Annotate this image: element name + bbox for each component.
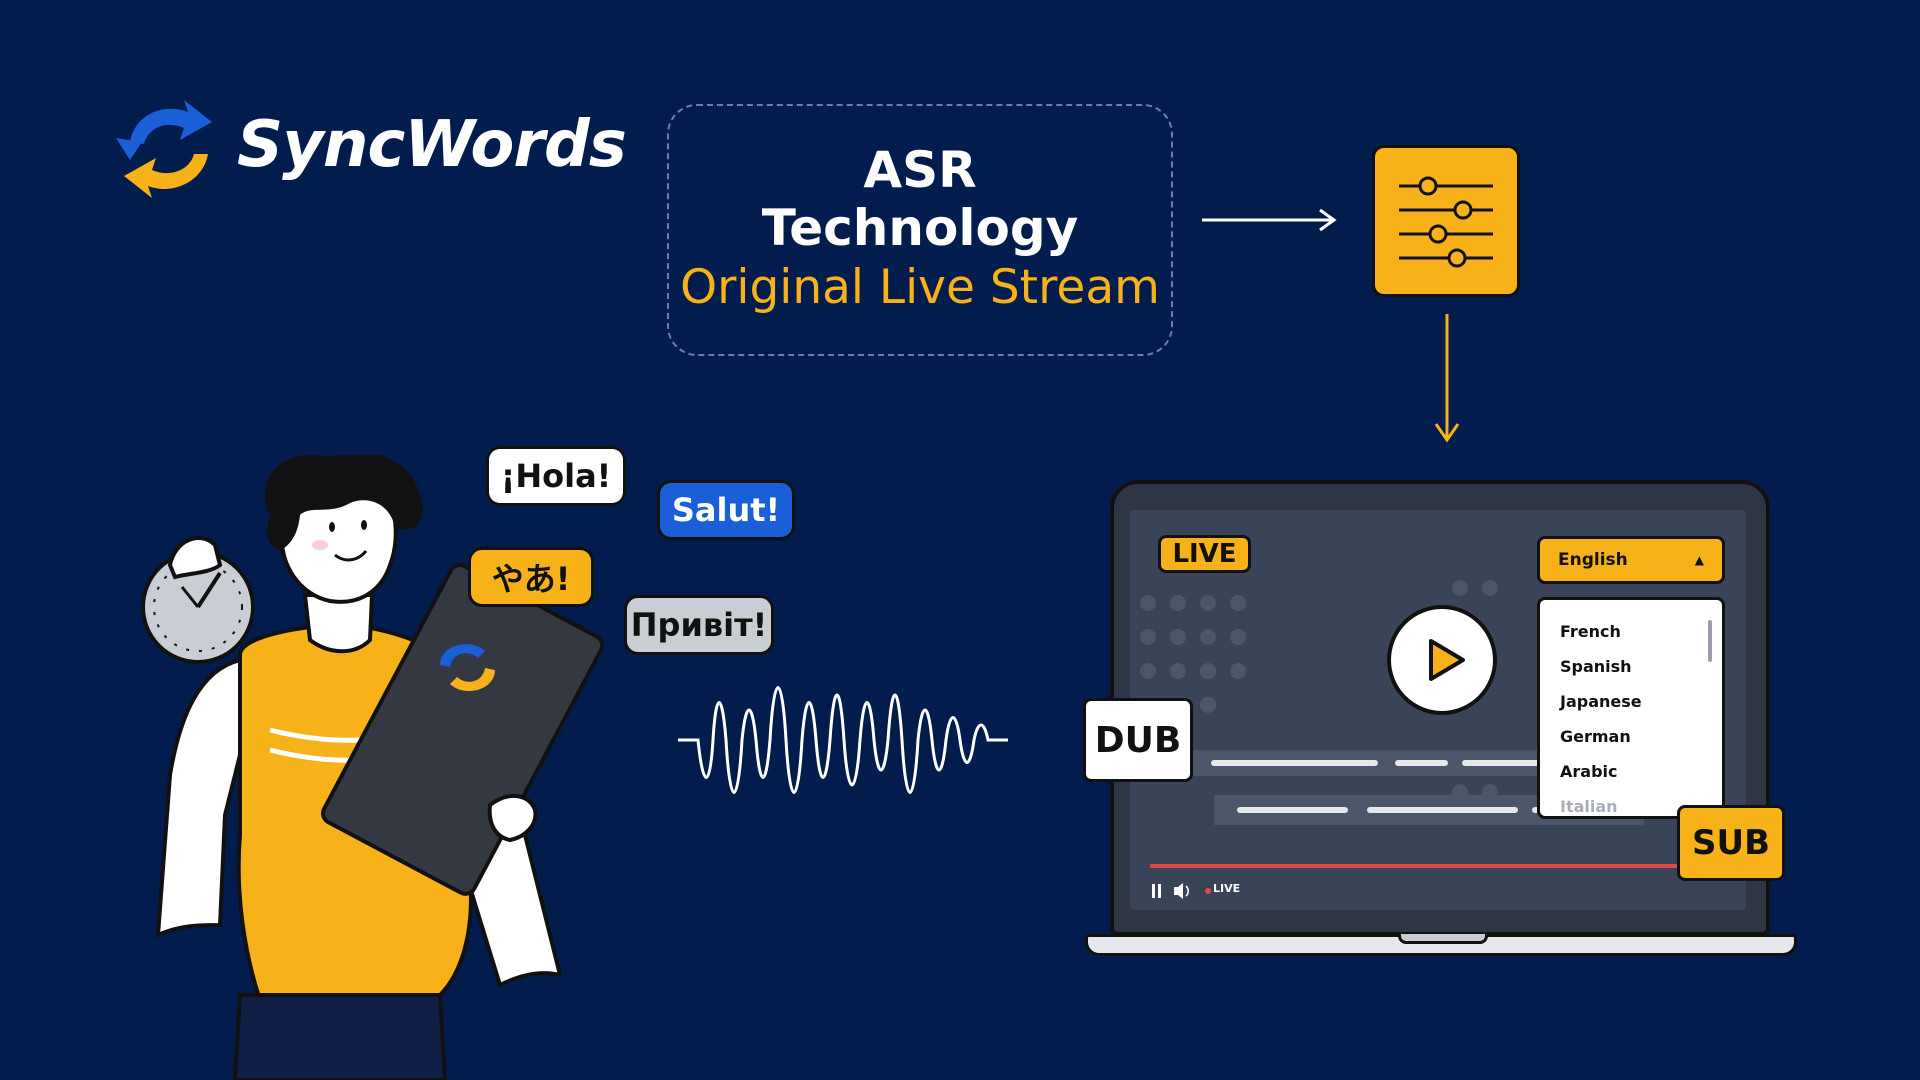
bubble-hola: ¡Hola! <box>486 446 626 506</box>
brand-name: SyncWords <box>237 108 627 182</box>
bubble-yaa: やあ! <box>468 547 594 607</box>
play-button[interactable] <box>1387 605 1497 715</box>
sound-wave <box>678 686 1008 794</box>
language-option-arabic[interactable]: Arabic <box>1560 762 1618 781</box>
caret-up-icon: ▲ <box>1694 553 1704 567</box>
dropdown-scrollbar[interactable] <box>1708 620 1712 662</box>
pause-icon <box>1152 884 1161 898</box>
bubble-salut-text: Salut! <box>671 491 781 529</box>
language-option-french[interactable]: French <box>1560 622 1621 641</box>
language-option-italian[interactable]: Italian <box>1560 797 1618 816</box>
sliders-icon <box>1399 176 1493 268</box>
language-dropdown: French Spanish Japanese German Arabic It… <box>1537 597 1725 819</box>
language-select-value: English <box>1558 550 1628 570</box>
asr-stream-label: Original Live Stream <box>680 260 1160 315</box>
arrow-right-icon <box>1202 208 1337 232</box>
bubble-hola-text: ¡Hola! <box>500 457 612 495</box>
syncwords-logo-icon <box>116 100 212 198</box>
language-option-german[interactable]: German <box>1560 727 1631 746</box>
syncwords-logo: SyncWords <box>112 100 627 200</box>
arrow-down-icon <box>1434 314 1460 443</box>
settings-tile <box>1372 145 1520 297</box>
character-illustration <box>141 455 605 1080</box>
play-icon <box>1429 639 1465 681</box>
laptop-notch <box>1398 934 1488 944</box>
live-dot-icon <box>1205 888 1211 894</box>
live-badge: LIVE <box>1158 535 1251 573</box>
bubble-pryvit-text: Привіт! <box>630 606 768 644</box>
asr-title: ASR <box>863 141 977 199</box>
syncwords-mark-icon <box>440 643 495 692</box>
controls-live-label: LIVE <box>1213 882 1241 895</box>
language-select[interactable]: English ▲ <box>1537 536 1725 584</box>
bubble-yaa-text: やあ! <box>491 560 571 598</box>
volume-icon <box>1174 883 1190 899</box>
bubble-pryvit: Привіт! <box>624 595 774 655</box>
sub-tag: SUB <box>1677 805 1785 881</box>
dub-tag: DUB <box>1083 698 1193 782</box>
language-option-spanish[interactable]: Spanish <box>1560 657 1632 676</box>
language-option-japanese[interactable]: Japanese <box>1560 692 1642 711</box>
asr-technology-box: ASR Technology Original Live Stream <box>667 104 1173 356</box>
asr-subtitle: Technology <box>761 199 1079 257</box>
bubble-salut: Salut! <box>657 480 795 540</box>
